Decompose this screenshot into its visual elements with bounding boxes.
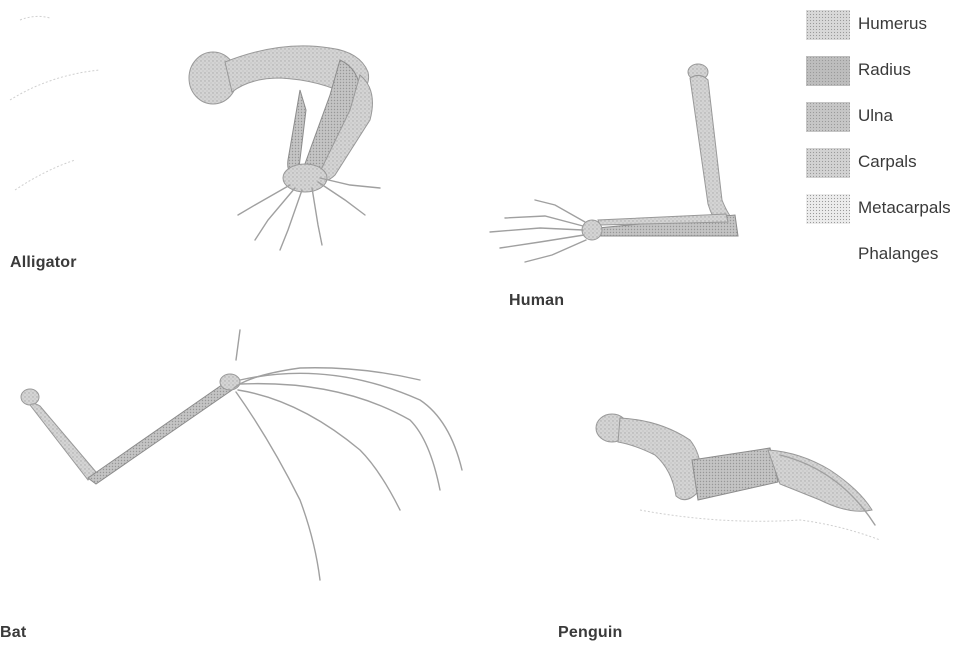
human-humerus	[690, 75, 735, 230]
bat-humerus	[30, 404, 96, 480]
legend-label: Humerus	[858, 14, 927, 34]
penguin-radius-ulna	[692, 448, 778, 500]
ulna-swatch	[806, 102, 850, 132]
human-carpals	[582, 220, 602, 240]
bat-radius	[88, 382, 232, 484]
bat-label: Bat	[0, 624, 26, 642]
legend-item-phalanges: Phalanges	[806, 236, 974, 282]
penguin-label: Penguin	[558, 624, 623, 642]
legend-label: Phalanges	[858, 244, 938, 264]
penguin-limb	[596, 414, 880, 540]
legend-item-radius: Radius	[806, 52, 974, 98]
legend-label: Carpals	[858, 152, 917, 172]
humerus-swatch	[806, 10, 850, 40]
alligator-label: Alligator	[10, 254, 77, 272]
carpals-swatch	[806, 148, 850, 178]
bat-limb	[21, 330, 462, 580]
alligator-limb	[189, 46, 380, 250]
phalanges-swatch	[806, 240, 850, 270]
bat-carpals	[220, 374, 240, 390]
alligator-radius-2	[288, 90, 306, 176]
legend-item-ulna: Ulna	[806, 98, 974, 144]
legend-label: Radius	[858, 60, 911, 80]
legend-label: Ulna	[858, 106, 893, 126]
legend: Humerus Radius Ulna Carpals Metacarpals …	[806, 6, 974, 282]
legend-item-carpals: Carpals	[806, 144, 974, 190]
legend-label: Metacarpals	[858, 198, 951, 218]
bat-humerus-head	[21, 389, 39, 405]
radius-swatch	[806, 56, 850, 86]
human-limb	[490, 64, 738, 262]
human-label: Human	[509, 292, 564, 310]
background-sketch	[10, 16, 100, 190]
penguin-humerus	[618, 418, 701, 500]
legend-item-humerus: Humerus	[806, 6, 974, 52]
penguin-metacarpals	[768, 450, 872, 511]
legend-item-metacarpals: Metacarpals	[806, 190, 974, 236]
metacarpals-swatch	[806, 194, 850, 224]
